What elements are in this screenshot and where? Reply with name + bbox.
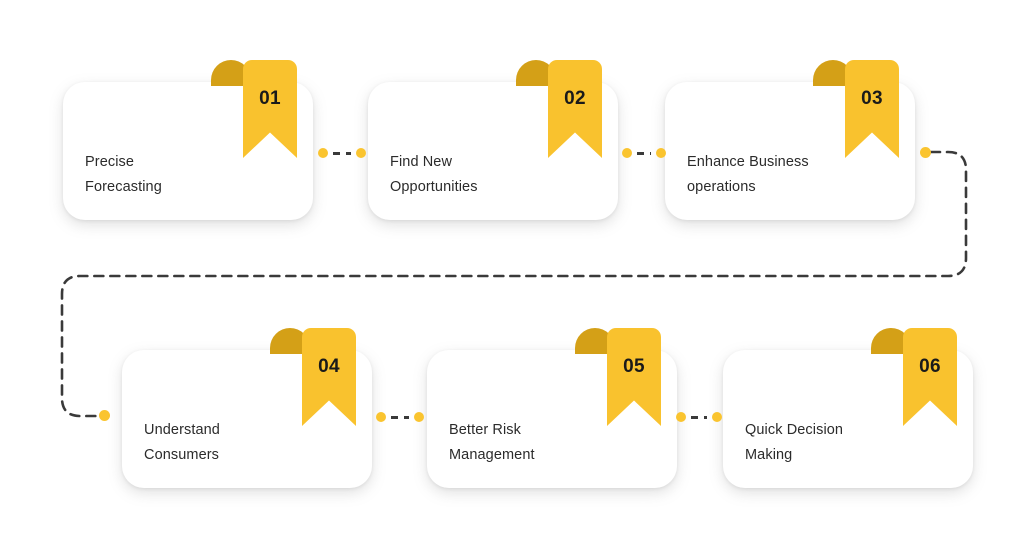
- connector-dot-left: [622, 148, 632, 158]
- ribbon-bookmark-02: 02: [516, 60, 602, 158]
- connector-dashes: [637, 151, 651, 155]
- connector-dot-left: [676, 412, 686, 422]
- step-number-05: 05: [623, 356, 645, 377]
- step-card-04[interactable]: 04 Understand Consumers: [122, 328, 372, 488]
- wrap-connector-start-dot: [920, 147, 931, 158]
- step-number-04: 04: [318, 356, 340, 377]
- ribbon-bookmark-05: 05: [575, 328, 661, 426]
- connector-step-04-to-05: [376, 411, 424, 423]
- connector-dot-right: [414, 412, 424, 422]
- connector-step-05-to-06: [676, 411, 722, 423]
- step-number-06: 06: [919, 356, 941, 377]
- wrap-connector-end-dot: [99, 410, 110, 421]
- step-card-06[interactable]: 06 Quick Decision Making: [723, 328, 973, 488]
- step-number-03: 03: [861, 88, 883, 109]
- connector-dot-right: [356, 148, 366, 158]
- step-card-05[interactable]: 05 Better Risk Management: [427, 328, 677, 488]
- ribbon-bookmark-01: 01: [211, 60, 297, 158]
- step-card-02[interactable]: 02 Find New Opportunities: [368, 60, 618, 220]
- ribbon-bookmark-06: 06: [871, 328, 957, 426]
- connector-dot-left: [318, 148, 328, 158]
- connector-step-01-to-02: [318, 147, 366, 159]
- step-card-03[interactable]: 03 Enhance Business operations: [665, 60, 915, 220]
- connector-dashes: [391, 415, 409, 419]
- step-label-05: Better Risk Management: [449, 422, 535, 463]
- step-label-03: Enhance Business operations: [687, 154, 809, 195]
- step-number-01: 01: [259, 88, 281, 109]
- connector-dot-right: [656, 148, 666, 158]
- connector-dot-left: [376, 412, 386, 422]
- step-card-01[interactable]: 01 Precise Forecasting: [63, 60, 313, 220]
- ribbon-bookmark-04: 04: [270, 328, 356, 426]
- connector-dot-right: [712, 412, 722, 422]
- connector-dashes: [333, 151, 351, 155]
- connector-dashes: [691, 415, 707, 419]
- step-label-01: Precise Forecasting: [85, 154, 162, 195]
- step-label-04: Understand Consumers: [144, 422, 220, 463]
- connector-step-02-to-03: [622, 147, 666, 159]
- ribbon-bookmark-03: 03: [813, 60, 899, 158]
- step-label-06: Quick Decision Making: [745, 422, 844, 463]
- step-number-02: 02: [564, 88, 586, 109]
- step-label-02: Find New Opportunities: [390, 154, 478, 195]
